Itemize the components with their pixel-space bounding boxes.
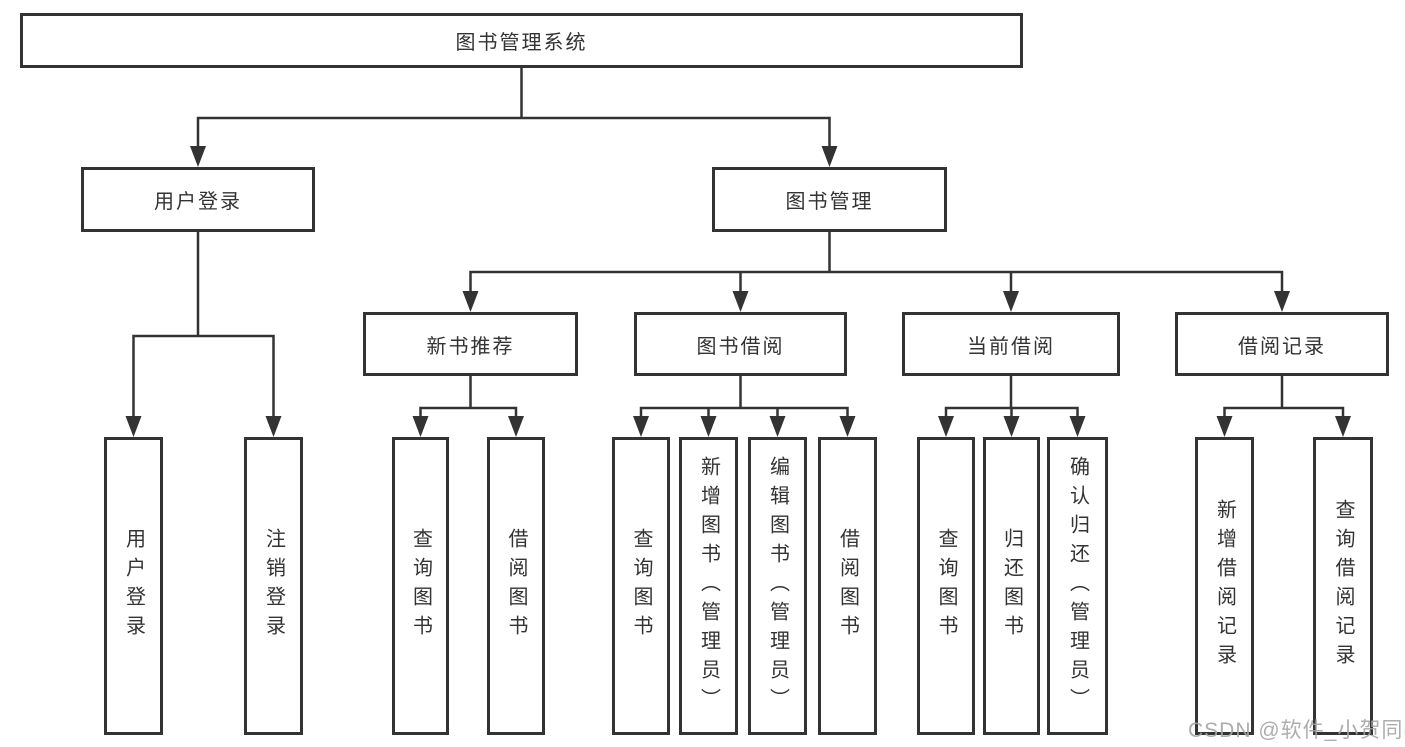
node-label: 借阅记录	[1238, 335, 1326, 358]
leaf-current-return-books: 归还图书	[983, 437, 1040, 735]
node-label: 归还图书	[1000, 528, 1023, 644]
node-label: 图书管理系统	[455, 32, 588, 54]
node-label: 查询图书	[630, 528, 652, 644]
node-new-book-recommend: 新书推荐	[363, 312, 578, 376]
node-label: 查询借阅记录	[1332, 499, 1354, 673]
node-user-login-branch: 用户登录	[81, 167, 315, 232]
leaf-borrowing-query-books: 查询图书	[612, 437, 670, 735]
node-label: 查询图书	[935, 528, 957, 644]
leaf-newbooks-query-books: 查询图书	[392, 437, 449, 735]
leaf-current-query-books: 查询图书	[917, 437, 975, 735]
node-label: 用户登录	[122, 528, 145, 644]
leaf-logout: 注销登录	[244, 437, 303, 735]
node-label: 新书推荐	[426, 335, 515, 358]
node-borrow-records: 借阅记录	[1175, 312, 1389, 376]
node-label: 确认归还（管理员）	[1066, 455, 1089, 717]
node-label: 新增图书（管理员）	[697, 455, 720, 717]
node-book-management: 图书管理	[712, 167, 947, 232]
node-label: 借阅图书	[505, 528, 527, 644]
node-current-borrowing: 当前借阅	[902, 312, 1120, 376]
node-label: 查询图书	[409, 528, 432, 644]
node-label: 图书管理	[785, 191, 874, 213]
csdn-watermark: CSDN @软件_小贺同学	[1188, 719, 1405, 742]
leaf-records-query-borrow-record: 查询借阅记录	[1313, 437, 1373, 735]
leaf-records-add-borrow-record: 新增借阅记录	[1195, 437, 1254, 735]
leaf-user-login: 用户登录	[104, 437, 163, 735]
node-label: 借阅图书	[836, 528, 859, 644]
leaf-newbooks-borrow-books: 借阅图书	[487, 437, 545, 735]
leaf-borrowing-edit-books-admin: 编辑图书（管理员）	[748, 437, 807, 735]
node-label: 当前借阅	[967, 335, 1055, 358]
node-label: 注销登录	[262, 528, 285, 644]
node-label: 新增借阅记录	[1213, 499, 1236, 673]
node-library-system: 图书管理系统	[20, 13, 1023, 68]
node-label: 图书借阅	[696, 335, 785, 358]
node-label: 用户登录	[154, 191, 242, 213]
leaf-borrowing-add-books-admin: 新增图书（管理员）	[679, 437, 738, 735]
node-book-borrowing: 图书借阅	[634, 312, 847, 376]
node-label: 编辑图书（管理员）	[766, 455, 789, 717]
leaf-current-confirm-return-admin: 确认归还（管理员）	[1047, 437, 1108, 735]
leaf-borrowing-borrow-books: 借阅图书	[818, 437, 877, 735]
